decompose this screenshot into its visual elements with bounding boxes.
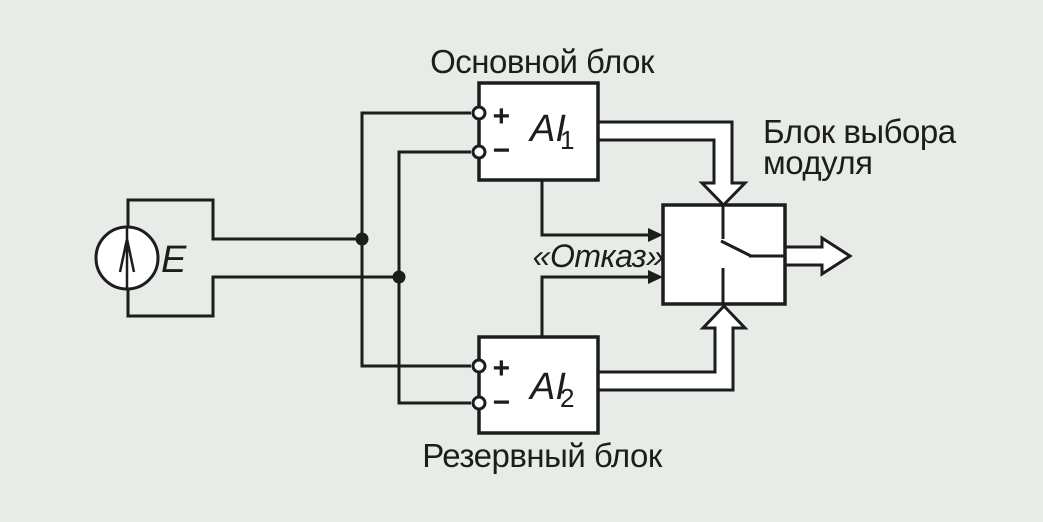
main-block-name: AI <box>528 108 566 150</box>
reserve-minus-label: − <box>492 386 510 419</box>
switch-icon <box>720 206 785 303</box>
junction-dot-minus <box>392 270 406 284</box>
reserve-plus-label: + <box>492 352 510 385</box>
failure-label: «Отказ» <box>533 238 664 274</box>
reserve-output-arrow <box>596 303 749 392</box>
main-minus-terminal <box>471 144 487 160</box>
reserve-minus-terminal <box>471 395 487 411</box>
reserve-block-subscript: 2 <box>560 383 574 413</box>
selector-block: Блок выбора модуля <box>661 113 957 306</box>
wire-failure-main <box>540 180 650 237</box>
junction-dot-plus <box>355 232 369 246</box>
wire-failure-reserve <box>540 275 650 337</box>
selector-title-line1: Блок выбора <box>763 113 957 150</box>
main-output-arrow <box>596 120 749 208</box>
main-block-subscript: 1 <box>560 125 574 155</box>
failure-main-arrowhead-icon <box>648 228 663 242</box>
failure-reserve-arrowhead-icon <box>648 270 663 284</box>
main-block-box <box>477 81 600 182</box>
reserve-block-box <box>477 335 600 435</box>
source-label: E <box>161 239 187 281</box>
main-minus-label: − <box>492 134 510 167</box>
reserve-plus-terminal <box>471 358 487 374</box>
voltage-source: E <box>94 225 187 291</box>
reserve-block-name: AI <box>528 366 566 408</box>
source-arrow-icon <box>118 228 136 289</box>
selector-output-arrow <box>783 235 853 277</box>
reserve-block-title: Резервный блок <box>422 437 663 474</box>
main-block-title: Основной блок <box>430 43 655 80</box>
reserve-block: + − AI 2 Резервный блок <box>422 335 663 474</box>
selector-title-line2: модуля <box>763 144 872 181</box>
main-plus-label: + <box>492 100 510 133</box>
main-plus-terminal <box>471 105 487 121</box>
main-block: + − AI 1 Основной блок <box>430 43 655 182</box>
